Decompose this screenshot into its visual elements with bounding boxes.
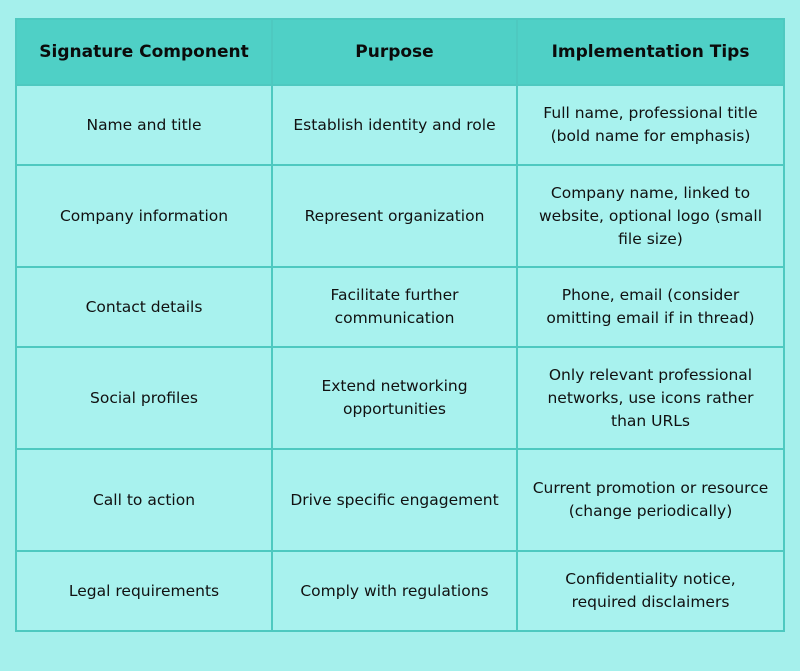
table-row: Call to action Drive specific engagement… — [15, 448, 785, 552]
cell-tips: Company name, linked to website, optiona… — [516, 164, 785, 268]
header-purpose: Purpose — [271, 18, 518, 86]
table-row: Social profiles Extend networking opport… — [15, 346, 785, 450]
table-row: Name and title Establish identity and ro… — [15, 84, 785, 166]
cell-component: Social profiles — [15, 346, 273, 450]
cell-component: Legal requirements — [15, 550, 273, 632]
cell-purpose: Drive specific engagement — [271, 448, 518, 552]
cell-tips: Only relevant professional networks, use… — [516, 346, 785, 450]
cell-tips: Current promotion or resource (change pe… — [516, 448, 785, 552]
cell-purpose: Establish identity and role — [271, 84, 518, 166]
cell-purpose: Extend networking opportunities — [271, 346, 518, 450]
cell-tips: Phone, email (consider omitting email if… — [516, 266, 785, 348]
signature-components-table: Signature Component Purpose Implementati… — [15, 18, 785, 632]
table-row: Legal requirements Comply with regulatio… — [15, 550, 785, 632]
cell-purpose: Represent organization — [271, 164, 518, 268]
cell-purpose: Facilitate further communication — [271, 266, 518, 348]
cell-component: Contact details — [15, 266, 273, 348]
header-signature-component: Signature Component — [15, 18, 273, 86]
signature-components-table-container: Signature Component Purpose Implementati… — [15, 18, 785, 632]
table-header-row: Signature Component Purpose Implementati… — [15, 18, 785, 86]
table-row: Company information Represent organizati… — [15, 164, 785, 268]
cell-component: Company information — [15, 164, 273, 268]
header-implementation-tips: Implementation Tips — [516, 18, 785, 86]
cell-tips: Full name, professional title (bold name… — [516, 84, 785, 166]
table-row: Contact details Facilitate further commu… — [15, 266, 785, 348]
cell-tips: Confidentiality notice, required disclai… — [516, 550, 785, 632]
cell-component: Name and title — [15, 84, 273, 166]
cell-purpose: Comply with regulations — [271, 550, 518, 632]
cell-component: Call to action — [15, 448, 273, 552]
